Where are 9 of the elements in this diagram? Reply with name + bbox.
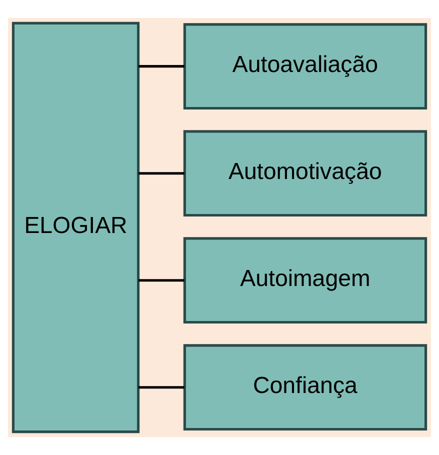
node-box: Confiança bbox=[183, 344, 428, 431]
connector bbox=[138, 172, 184, 175]
node-box: Autoavaliação bbox=[183, 23, 428, 110]
connector bbox=[138, 65, 184, 68]
node-box: Autoimagem bbox=[183, 237, 428, 324]
connector bbox=[138, 279, 184, 282]
connector bbox=[138, 386, 184, 389]
node-box: Automotivação bbox=[183, 130, 428, 217]
node-box: ELOGIAR bbox=[12, 22, 140, 434]
